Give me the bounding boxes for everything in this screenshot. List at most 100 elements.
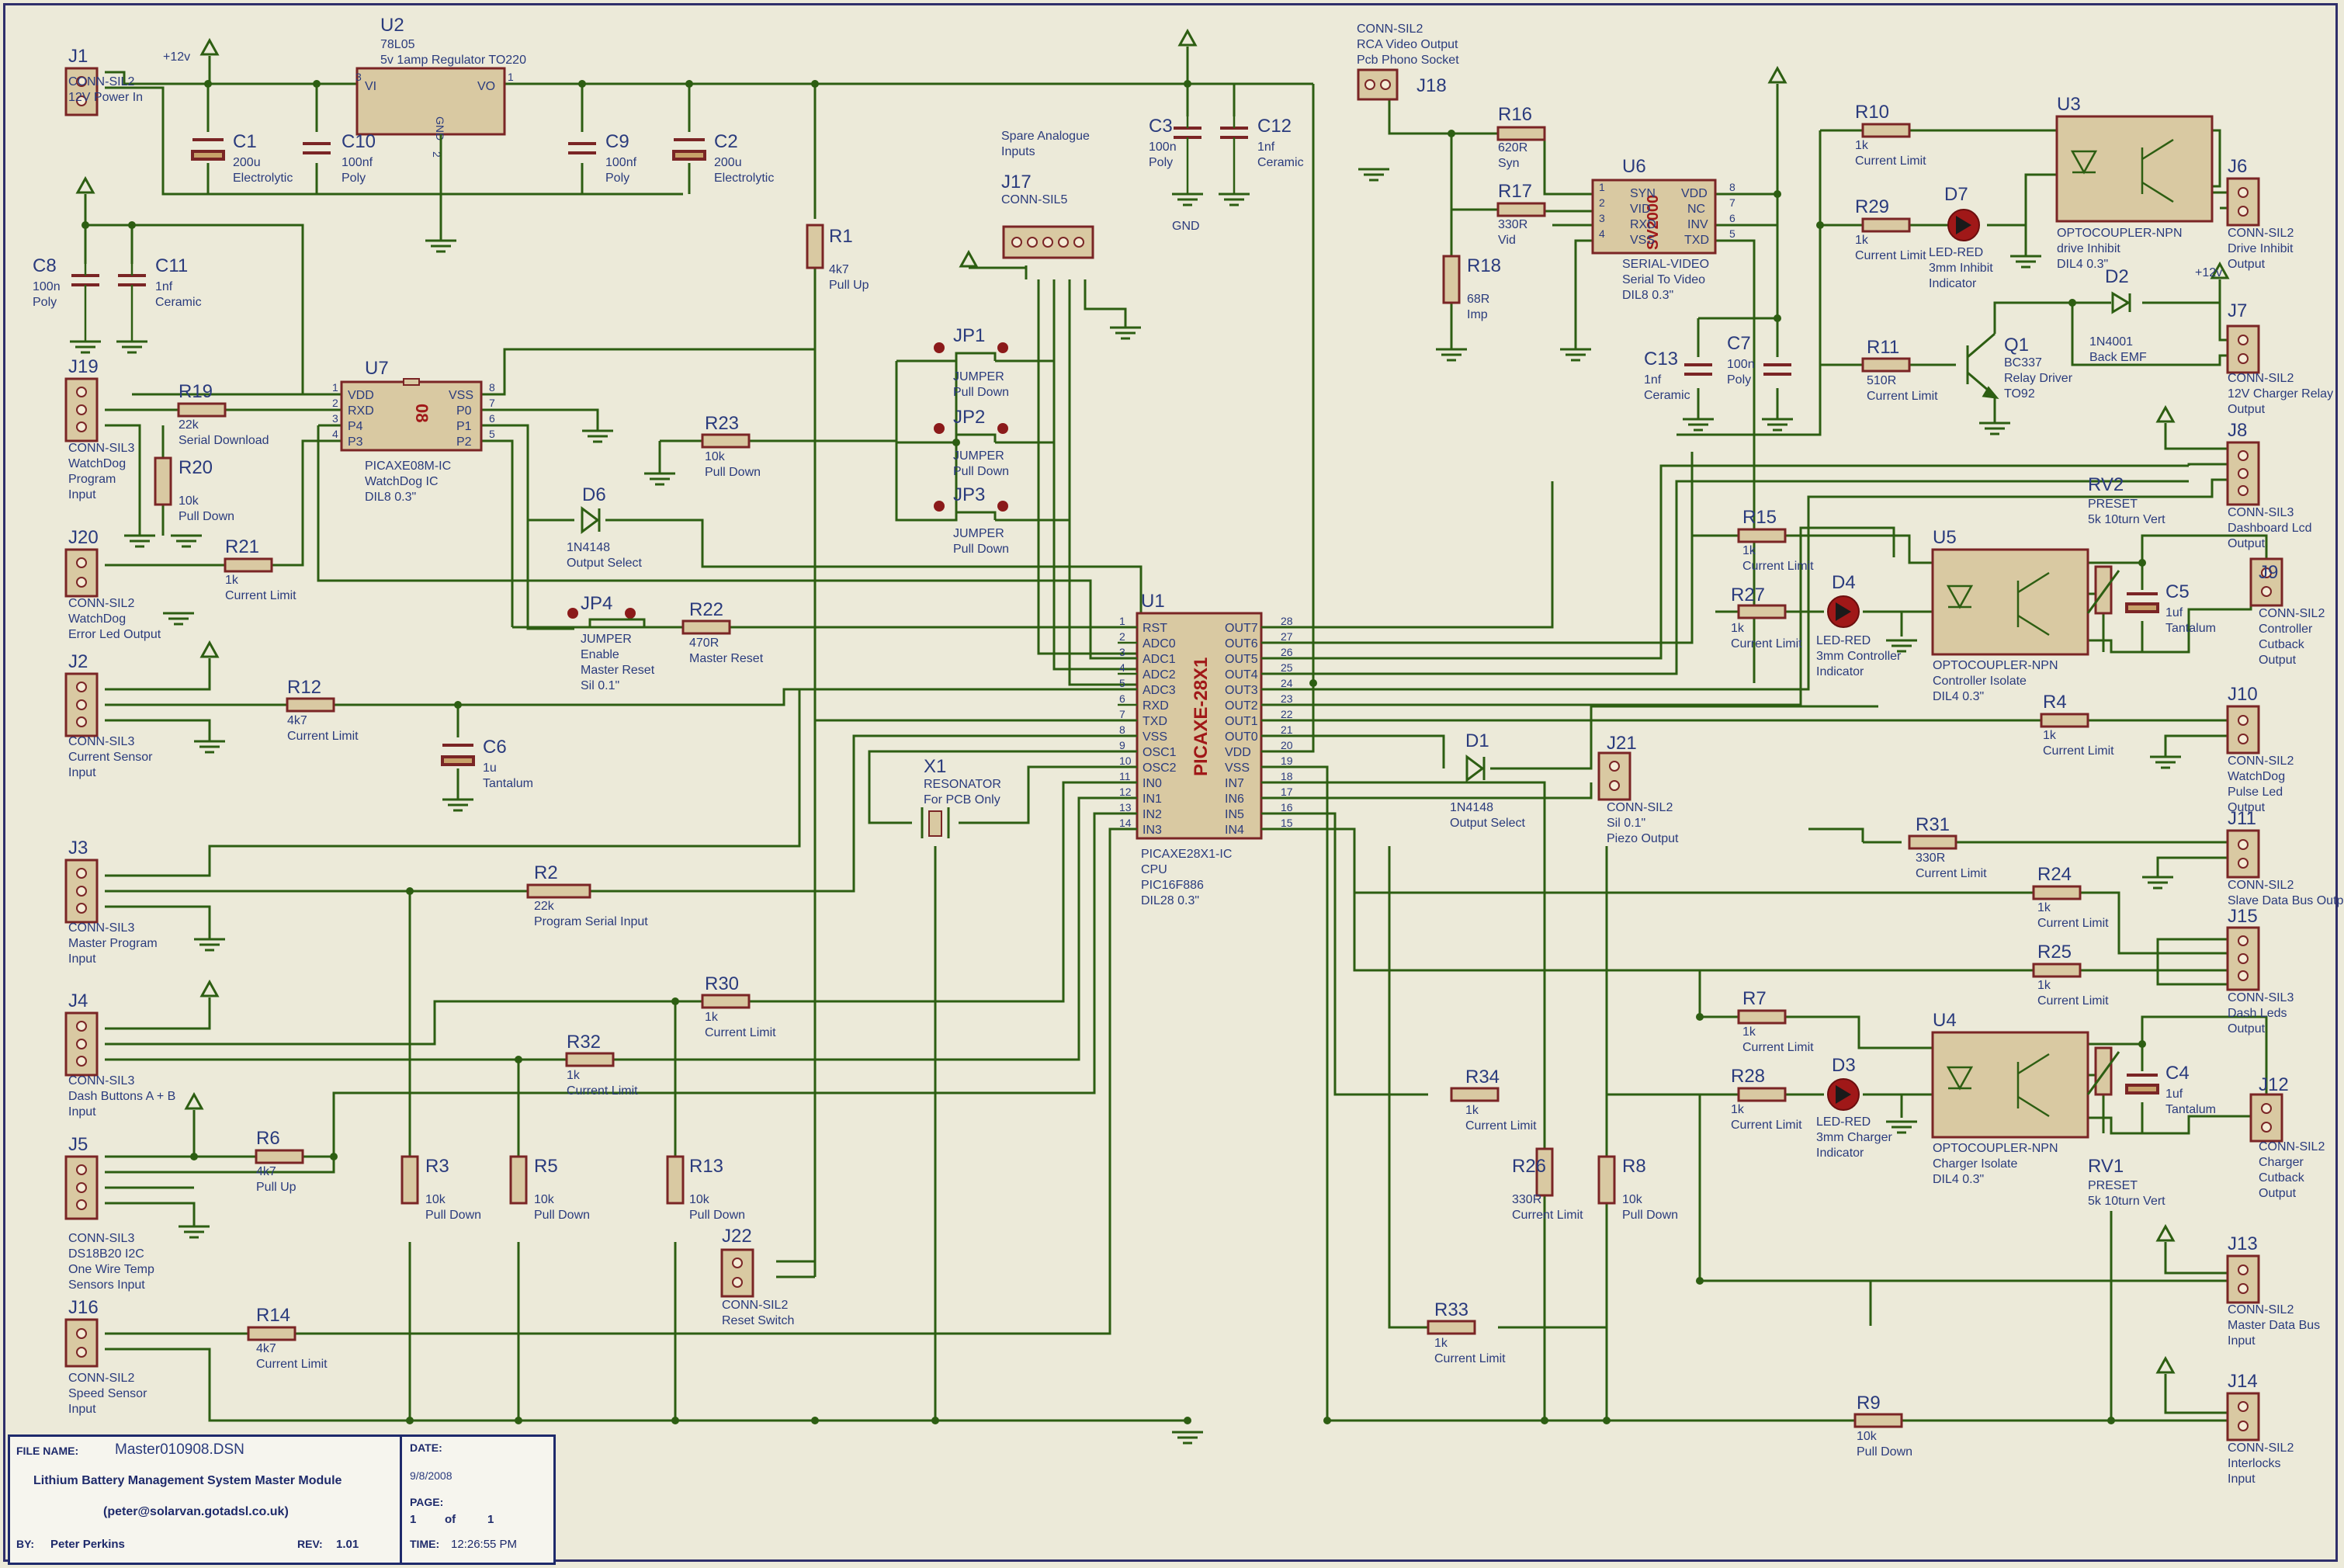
- connector-label: CONN-SIL2: [2259, 1140, 2325, 1153]
- u1-pin-num: 6: [1119, 692, 1125, 705]
- connector-label: CONN-SIL2: [68, 1372, 134, 1385]
- resistor-value: 4k7: [287, 714, 307, 727]
- resistor-ref: R33: [1434, 1299, 1468, 1320]
- u7-pin-num: 4: [332, 428, 338, 440]
- resistor-ref: R21: [225, 536, 259, 557]
- u2-pin-vo: VO: [477, 80, 495, 93]
- connector-label: Program: [68, 473, 116, 486]
- connector-label: Reset Switch: [722, 1314, 794, 1327]
- connector-label: CONN-SIL2: [68, 597, 134, 610]
- resistor-value: 10k: [179, 494, 199, 508]
- connector-label: Interlocks: [2228, 1457, 2280, 1470]
- diode-ref: D3: [1832, 1055, 1856, 1076]
- ic-label: OPTOCOUPLER-NPN: [1933, 1142, 2058, 1155]
- capacitor-ref: C6: [483, 737, 507, 758]
- resistor-ref: R34: [1465, 1067, 1500, 1088]
- u7-pin-num: 6: [489, 412, 495, 425]
- capacitor-ref: C9: [605, 131, 629, 152]
- u7-pin-name: RXD: [348, 404, 374, 418]
- connector-ref: J21: [1607, 733, 1637, 754]
- resistor-ref: R23: [705, 413, 739, 434]
- diode-ref: D2: [2105, 266, 2129, 287]
- u7-pin-num: 7: [489, 397, 495, 409]
- jumper-label: JUMPER: [953, 449, 1004, 463]
- resistor-ref: R3: [425, 1156, 449, 1177]
- u7-pin-names: VDD RXD P4 P3 VSS P0 P1 P2 1 2 3 4 8 7 6…: [332, 381, 495, 449]
- resistor-value: 10k: [705, 450, 726, 463]
- resistor-desc: Serial Download: [179, 434, 269, 447]
- capacitor-desc: Tantalum: [2165, 622, 2216, 635]
- u2-pin-1: 1: [508, 71, 514, 83]
- u1-pin-num: 4: [1119, 661, 1125, 674]
- u1-pin-num: 1: [1119, 615, 1125, 627]
- resistor-ref: R20: [179, 457, 213, 478]
- capacitor-value: 1nf: [1257, 140, 1275, 154]
- resistor-desc: Current Limit: [567, 1084, 638, 1098]
- capacitor-desc: Electrolytic: [233, 172, 293, 185]
- ic-label: Charger Isolate: [1933, 1157, 2017, 1171]
- connector-ref: J1: [68, 46, 88, 67]
- u1-pin-num: 23: [1281, 692, 1293, 705]
- u1-pin-name: IN5: [1225, 808, 1244, 821]
- connector-label: Cutback: [2259, 1171, 2305, 1185]
- capacitor-desc: Poly: [342, 172, 366, 185]
- connector-label: Input: [68, 488, 96, 501]
- ic-ref: U2: [380, 15, 404, 36]
- u7-pin-name: P4: [348, 420, 363, 433]
- ic-label: PICAXE08M-IC: [365, 460, 451, 473]
- jumper-label: JUMPER: [953, 527, 1004, 540]
- resistor-ref: R1: [829, 226, 853, 247]
- connector-label: Sil 0.1": [1607, 817, 1645, 830]
- u7-pin-name: VDD: [348, 389, 374, 402]
- connector-ref: J14: [2228, 1371, 2258, 1392]
- u1-pin-name: ADC1: [1143, 653, 1176, 666]
- connector-ref: J9: [2259, 562, 2278, 583]
- jumper-ref: JP2: [953, 407, 985, 428]
- u1-pin-num: 15: [1281, 817, 1293, 829]
- resistor-value: 470R: [689, 637, 719, 650]
- file-name: Master010908.DSN: [115, 1441, 244, 1458]
- connector-ref: J16: [68, 1297, 99, 1318]
- u1-pin-name: VDD: [1225, 746, 1251, 759]
- ic-label: SERIAL-VIDEO: [1622, 258, 1709, 271]
- connector-label: Master Data Bus: [2228, 1319, 2320, 1332]
- page-of: of: [445, 1513, 456, 1526]
- capacitor-value: 1u: [483, 761, 497, 775]
- u1-pin-num: 28: [1281, 615, 1293, 627]
- connector-label: Drive Inhibit: [2228, 242, 2294, 255]
- connector-label: Input: [2228, 1334, 2256, 1348]
- u1-left-pins: 1RST2ADC03ADC14ADC25ADC36RXD7TXD8VSS9OSC…: [1118, 615, 1177, 837]
- rev-label: REV:: [297, 1538, 323, 1550]
- u7-pin-num: 2: [332, 397, 338, 409]
- u7-pin-name: P1: [456, 420, 472, 433]
- resistor-value: 330R: [1512, 1193, 1541, 1206]
- connector-bodies: [64, 67, 2283, 1441]
- page-number: 1: [410, 1513, 417, 1526]
- resistor-value: 10k: [1622, 1193, 1643, 1206]
- connector-ref: J8: [2228, 420, 2247, 441]
- diode-label: 1N4001: [2089, 335, 2133, 349]
- resistor-value: 1k: [1731, 1103, 1745, 1116]
- resistor-ref: R16: [1498, 104, 1532, 125]
- connector-label: CONN-SIL3: [68, 735, 134, 748]
- connector-label: DS18B20 I2C: [68, 1247, 144, 1261]
- resistor-desc: Pull Down: [425, 1209, 481, 1222]
- time-label: TIME:: [410, 1538, 440, 1550]
- u1-pin-num: 17: [1281, 786, 1293, 798]
- capacitor-ref: C5: [2165, 581, 2190, 602]
- resistor-ref: R22: [689, 599, 723, 620]
- connector-label: CONN-SIL2: [2228, 879, 2294, 892]
- ic-label: PICAXE28X1-IC: [1141, 848, 1232, 861]
- u1-pin-num: 26: [1281, 646, 1293, 658]
- u1-pin-num: 3: [1119, 646, 1125, 658]
- resistor-ref: R7: [1742, 988, 1767, 1009]
- connector-ref: J19: [68, 356, 99, 377]
- resistor-ref: R4: [2043, 692, 2067, 713]
- ic-label: DIL4 0.3": [1933, 1173, 1984, 1186]
- resistor-ref: R25: [2037, 942, 2072, 963]
- u1-pin-name: OUT2: [1225, 699, 1258, 713]
- connector-label: Inputs: [1001, 145, 1035, 158]
- connector-label: WatchDog: [2228, 770, 2285, 783]
- u6-pin-num: 3: [1599, 212, 1605, 224]
- u6-pin-name: NC: [1687, 203, 1705, 216]
